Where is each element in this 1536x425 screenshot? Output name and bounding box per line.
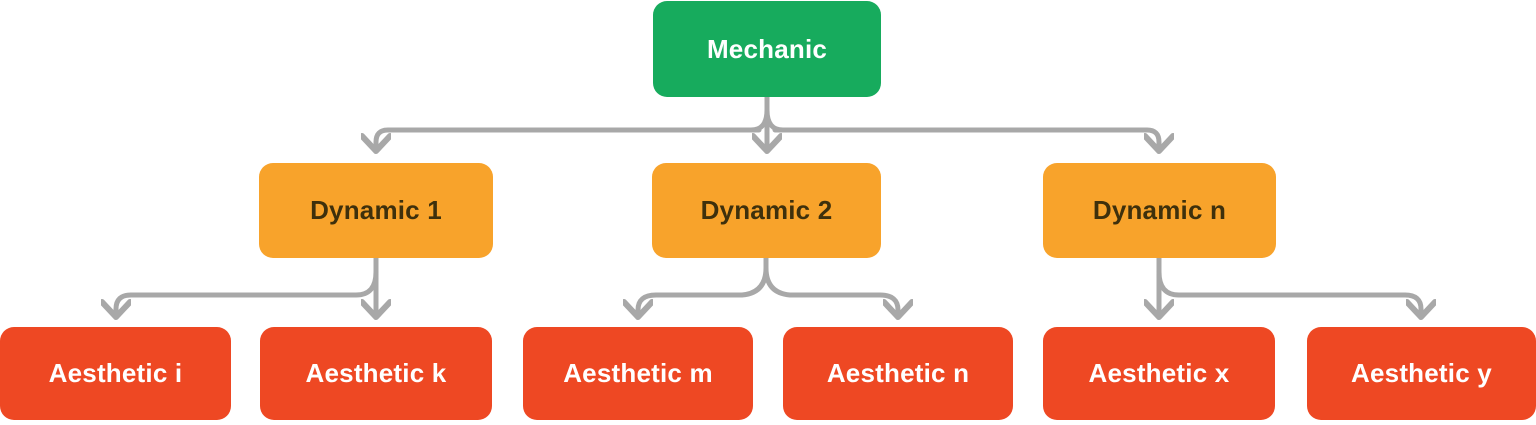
node-dynamic-1: Dynamic 1 bbox=[259, 163, 493, 258]
node-aesthetic-m: Aesthetic m bbox=[523, 327, 753, 420]
node-dynamic-n: Dynamic n bbox=[1043, 163, 1276, 258]
node-aesthetic-i: Aesthetic i bbox=[0, 327, 231, 420]
connector-dynamicn-aestheticy bbox=[1156, 269, 1421, 317]
node-aesthetic-k: Aesthetic k bbox=[260, 327, 492, 420]
connector-mechanic-dynamicn bbox=[764, 107, 1159, 151]
node-aesthetic-k-label: Aesthetic k bbox=[305, 358, 447, 388]
node-aesthetic-x: Aesthetic x bbox=[1043, 327, 1275, 420]
node-mechanic-label: Mechanic bbox=[706, 33, 828, 64]
node-dynamic-1-label: Dynamic 1 bbox=[310, 195, 442, 225]
connector-dynamic2-aestheticm bbox=[638, 253, 769, 317]
connector-mechanic-dynamic1 bbox=[376, 107, 770, 151]
node-dynamic-2-label: Dynamic 2 bbox=[700, 195, 833, 225]
connector-dynamic1-aesthetici bbox=[116, 269, 379, 317]
node-aesthetic-x-label: Aesthetic x bbox=[1088, 358, 1230, 388]
node-mechanic: Mechanic bbox=[653, 1, 881, 97]
node-aesthetic-n: Aesthetic n bbox=[783, 327, 1013, 420]
node-aesthetic-i-label: Aesthetic i bbox=[48, 358, 183, 388]
node-aesthetic-m-label: Aesthetic m bbox=[563, 358, 713, 388]
node-aesthetic-y-label: Aesthetic y bbox=[1351, 358, 1492, 388]
connector-dynamic2-aestheticn bbox=[763, 253, 898, 317]
node-dynamic-2: Dynamic 2 bbox=[652, 163, 881, 258]
node-aesthetic-y: Aesthetic y bbox=[1307, 327, 1536, 420]
node-aesthetic-n-label: Aesthetic n bbox=[826, 358, 970, 388]
node-dynamic-n-label: Dynamic n bbox=[1092, 195, 1227, 225]
